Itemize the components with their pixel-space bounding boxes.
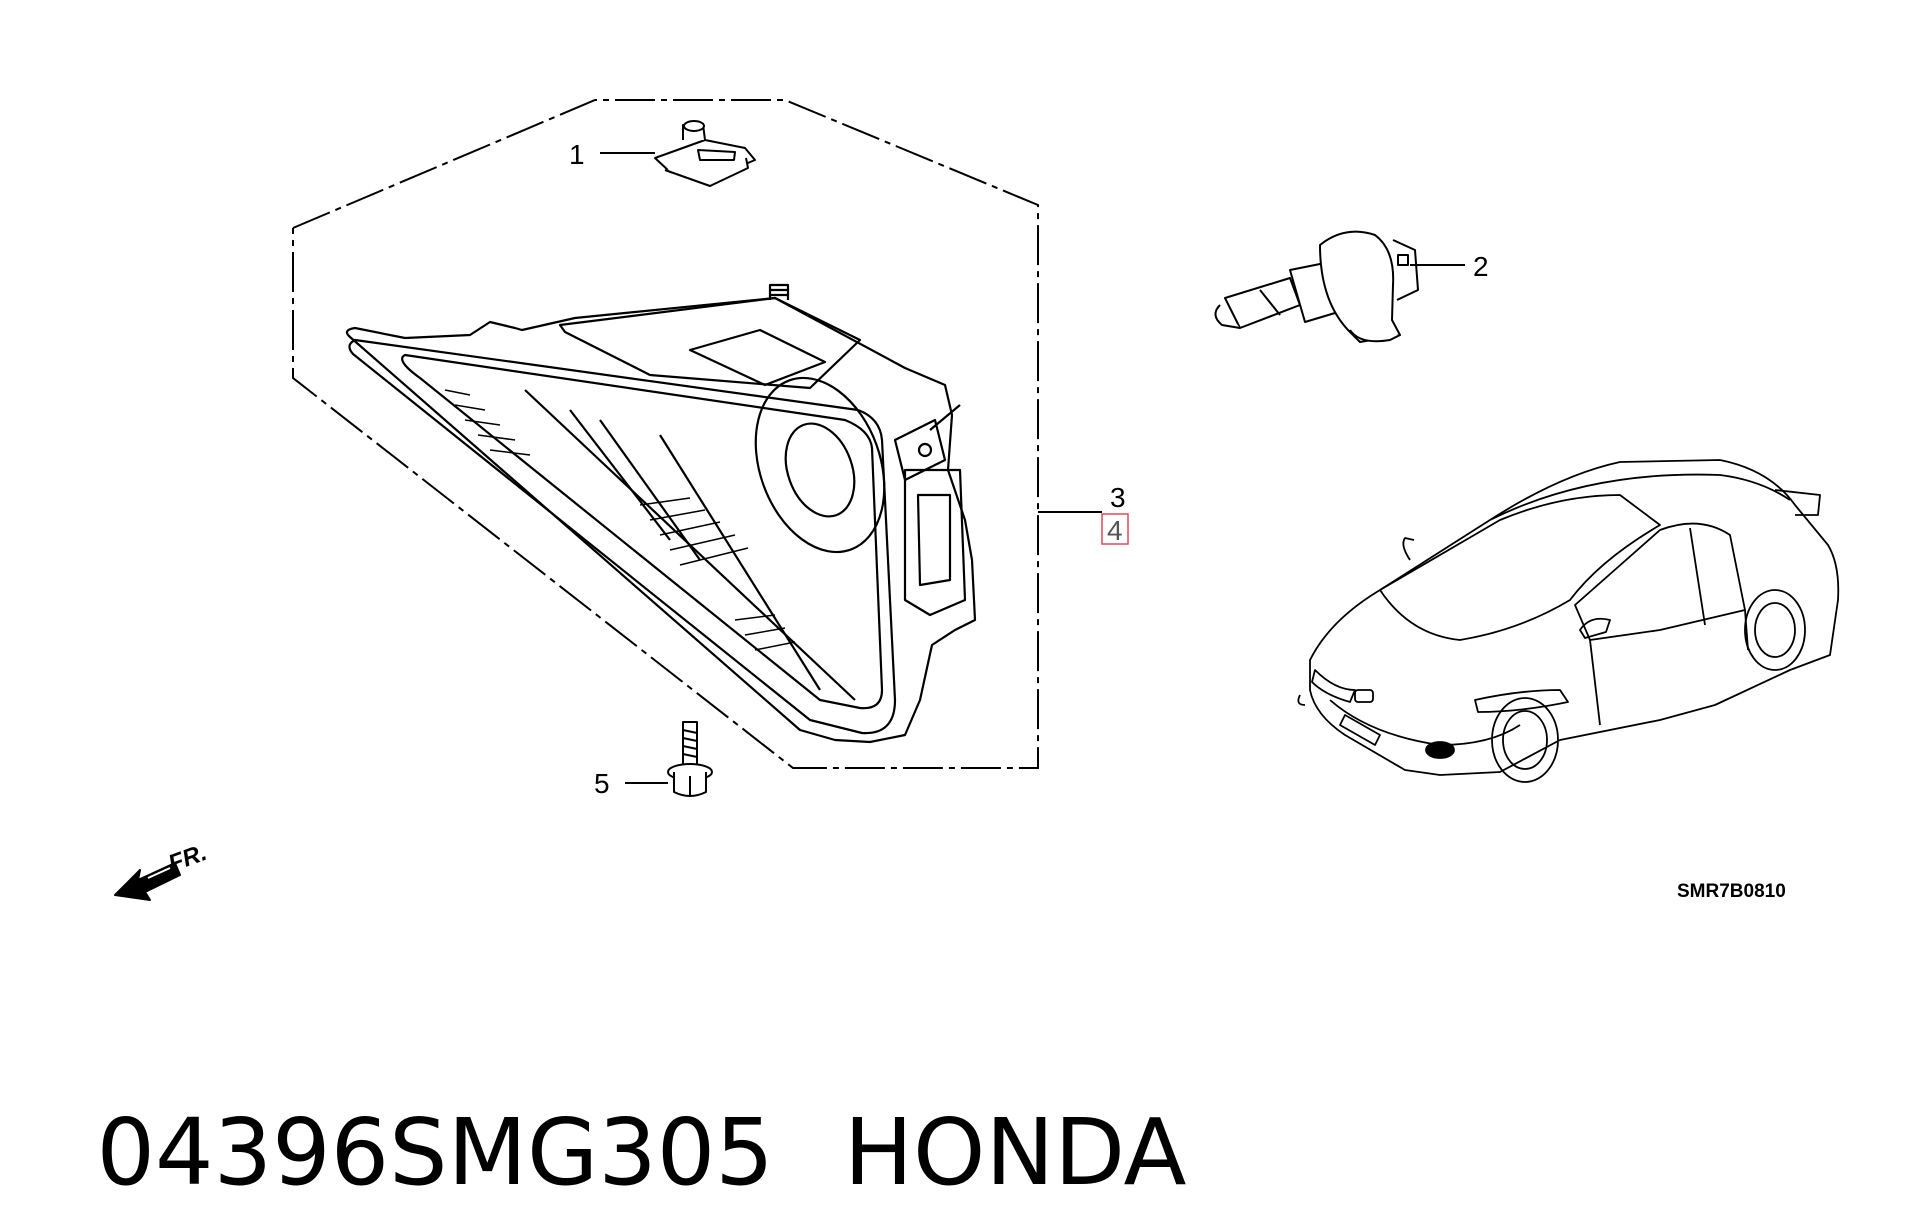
drawing-code: SMR7B0810 xyxy=(1677,881,1786,902)
lens-pattern xyxy=(444,389,796,651)
callout-5-label: 5 xyxy=(594,768,610,799)
part-number: 04396SMG305 xyxy=(96,1099,774,1206)
assembly-outline xyxy=(292,99,1039,769)
callout-2-label: 2 xyxy=(1473,251,1489,282)
brand-name: HONDA xyxy=(843,1099,1187,1206)
clip-nut-part xyxy=(654,120,756,187)
direction-label: FR. xyxy=(165,839,211,878)
callout-1-label: 1 xyxy=(569,139,585,170)
halogen-bulb-part xyxy=(1214,230,1419,343)
part-caption: 04396SMG305 HONDA xyxy=(38,1015,1187,1206)
fog-lamp-assembly xyxy=(345,283,977,744)
parts-diagram: 1 xyxy=(114,99,1840,902)
callout-3-label: 3 xyxy=(1110,482,1126,513)
vehicle-illustration xyxy=(1297,459,1840,783)
bolt-part xyxy=(667,721,713,797)
front-direction-arrow-icon: FR. xyxy=(114,839,211,901)
callout-4-highlight-box xyxy=(1101,513,1129,545)
callout-4-label: 4 xyxy=(1107,515,1123,546)
